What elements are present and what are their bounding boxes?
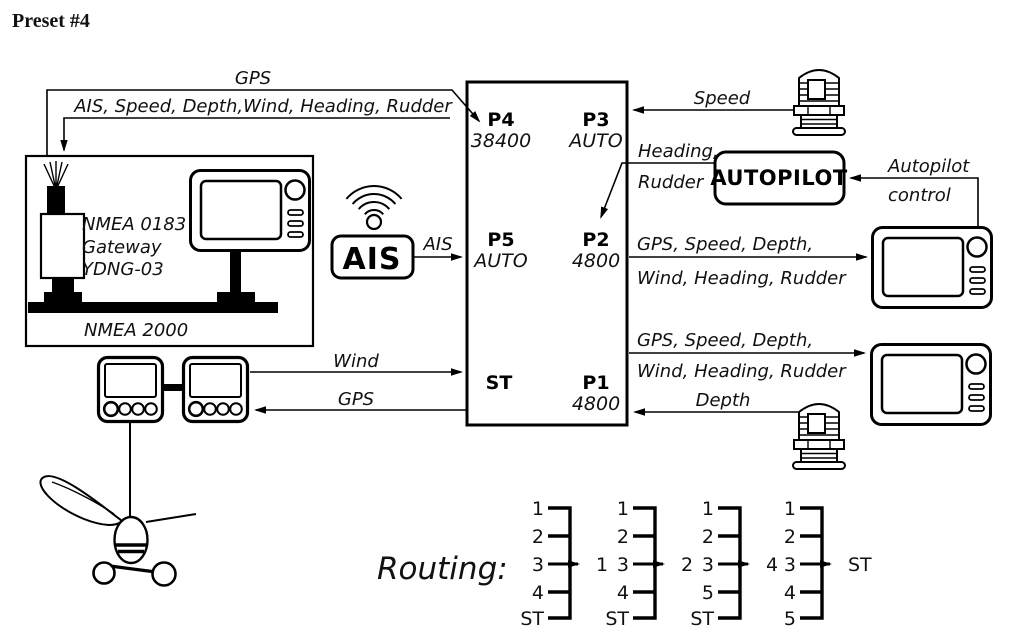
port-p3-name: P3 — [582, 109, 609, 131]
wind-flow-label: Wind — [333, 351, 379, 372]
routing-input: 1 — [784, 498, 796, 520]
chartplotter-icon — [870, 343, 992, 426]
p4-to-gateway-arrow — [60, 117, 450, 152]
routing-input: 1 — [702, 498, 714, 520]
port-p5-speed: AUTO — [472, 250, 528, 272]
gateway-name-line1: NMEA 0183 — [82, 214, 186, 235]
routing-input: 2 — [532, 526, 544, 548]
gps-to-p4-arrow — [46, 89, 481, 156]
routing-group-2: 1 2 3 4 ST 2 — [605, 498, 693, 630]
chartplotter-icon — [871, 226, 993, 309]
routing-group-4: 1 2 3 4 5 ST — [784, 498, 872, 630]
instrument-display-icon — [96, 355, 165, 424]
routing-input: ST — [690, 608, 714, 630]
port-p3-speed: AUTO — [567, 130, 623, 152]
speed-flow-label: Speed — [694, 88, 751, 109]
routing-input: 4 — [784, 582, 796, 604]
p2-out-label-1: GPS, Speed, Depth, — [637, 234, 813, 255]
autopilot-box: AUTOPILOT — [710, 150, 848, 206]
p2-out-label-2: Wind, Heading, Rudder — [637, 268, 847, 289]
wifi-icon — [345, 185, 403, 231]
speed-transducer-icon — [792, 69, 846, 136]
p1-out-label-1: GPS, Speed, Depth, — [637, 330, 813, 351]
routing-output: ST — [848, 554, 872, 576]
routing-group-3: 1 2 3 5 ST 4 — [690, 498, 778, 630]
port-p4-name: P4 — [487, 109, 514, 131]
routing-output: 4 — [766, 554, 778, 576]
nmea2000-label: NMEA 2000 — [84, 320, 188, 341]
routing-input: 4 — [617, 582, 629, 604]
routing-input: 4 — [532, 582, 544, 604]
routing-output: 1 — [596, 554, 608, 576]
display-link — [163, 384, 183, 391]
routing-input: 2 — [617, 526, 629, 548]
routing-input: 3 — [784, 554, 796, 576]
routing-input: ST — [605, 608, 629, 630]
port-p1-name: P1 — [582, 372, 609, 394]
routing-input: 2 — [702, 526, 714, 548]
heading-flow-label-1: Heading, — [638, 141, 719, 162]
hub-box: P4 38400 P3 AUTO P5 AUTO P2 4800 ST P1 4… — [465, 80, 629, 427]
gateway-name-line3: YDNG-03 — [82, 259, 164, 280]
p4-flow-label: AIS, Speed, Depth,Wind, Heading, Rudder — [73, 96, 453, 117]
routing-input: 1 — [532, 498, 544, 520]
heading-flow-label-2: Rudder — [638, 172, 705, 193]
p2-to-autopilot-arrow — [600, 162, 714, 219]
port-st-name: ST — [486, 372, 513, 394]
instrument-display-icon — [181, 355, 250, 424]
routing-input: 2 — [784, 526, 796, 548]
ais-flow-label: AIS — [422, 234, 452, 255]
page-title: Preset #4 — [12, 10, 90, 32]
routing-group-1: 1 2 3 4 ST 1 — [520, 498, 608, 630]
routing-title: Routing: — [377, 551, 508, 587]
routing-input: ST — [520, 608, 544, 630]
port-p1-speed: 4800 — [572, 393, 620, 415]
depth-flow-label: Depth — [696, 390, 751, 411]
port-p4-speed: 38400 — [471, 130, 531, 152]
autopilot-label: AUTOPILOT — [710, 166, 848, 190]
routing-input: 1 — [617, 498, 629, 520]
ais-device: AIS — [330, 185, 415, 280]
routing-input: 3 — [617, 554, 629, 576]
routing-input: 3 — [702, 554, 714, 576]
nmea2000-backbone-icon — [28, 249, 278, 313]
depth-transducer-icon — [792, 403, 846, 470]
routing-output: 2 — [681, 554, 693, 576]
p1-out-label-2: Wind, Heading, Rudder — [637, 361, 847, 382]
ais-box-label: AIS — [343, 242, 402, 277]
port-p5-name: P5 — [487, 229, 514, 251]
gateway-box: NMEA 0183 Gateway YDNG-03 NMEA 2000 — [24, 154, 315, 348]
autopilot-control-label-1: Autopilot — [887, 156, 970, 177]
routing-input: 5 — [784, 608, 796, 630]
autopilot-control-arrow — [849, 174, 979, 226]
routing-input: 5 — [702, 582, 714, 604]
gateway-device-icon — [39, 161, 86, 303]
routing-input: 3 — [532, 554, 544, 576]
autopilot-control-label-2: control — [888, 185, 951, 206]
gps-return-label: GPS — [338, 389, 374, 410]
port-p2-speed: 4800 — [572, 250, 620, 272]
gateway-name-line2: Gateway — [82, 237, 162, 258]
port-p2-name: P2 — [582, 229, 609, 251]
chartplotter-icon — [189, 169, 311, 252]
wind-vane-icon — [39, 423, 197, 587]
gps-flow-label: GPS — [235, 68, 271, 89]
